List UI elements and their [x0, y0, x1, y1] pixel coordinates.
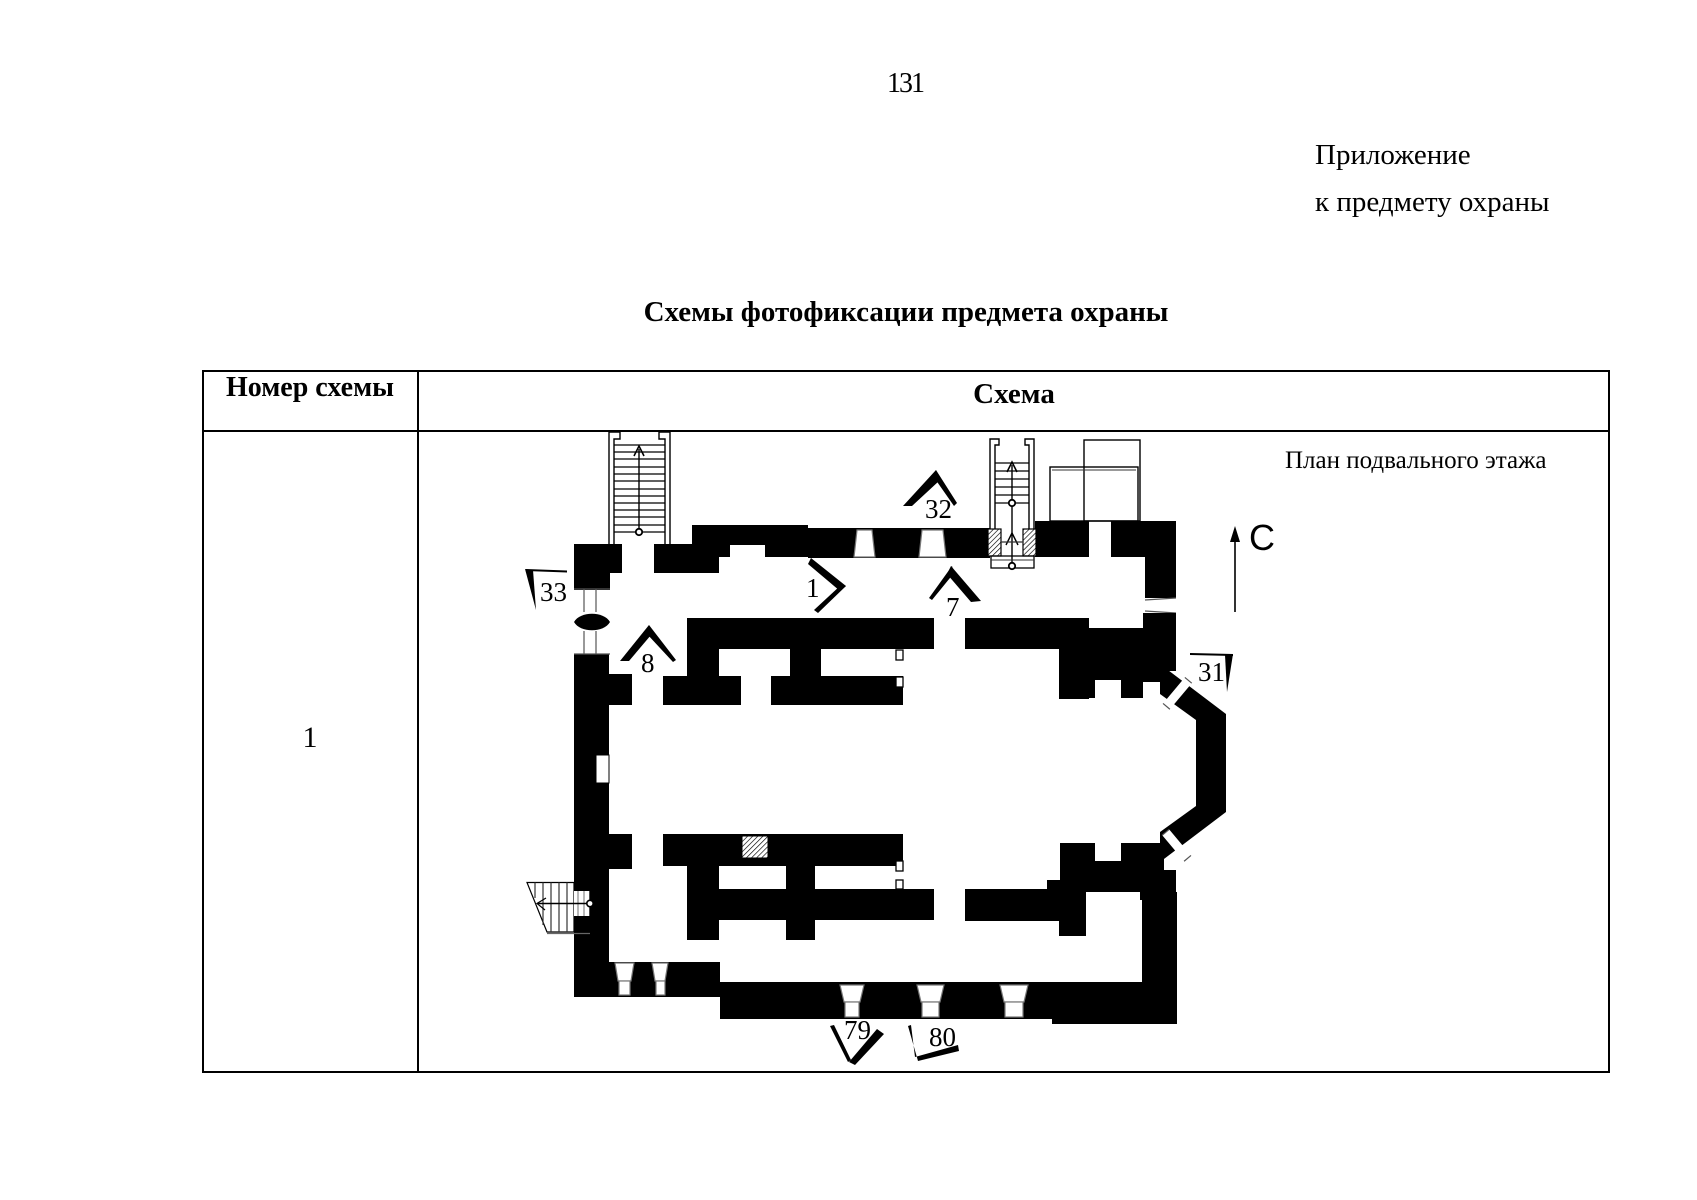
svg-text:C: C — [1249, 517, 1275, 558]
svg-text:31: 31 — [1198, 657, 1225, 687]
svg-text:80: 80 — [929, 1022, 956, 1052]
svg-text:1: 1 — [806, 573, 820, 603]
svg-text:33: 33 — [540, 577, 567, 607]
svg-text:79: 79 — [844, 1015, 871, 1045]
svg-text:8: 8 — [641, 648, 655, 678]
svg-text:7: 7 — [946, 592, 960, 622]
svg-text:32: 32 — [925, 494, 952, 524]
